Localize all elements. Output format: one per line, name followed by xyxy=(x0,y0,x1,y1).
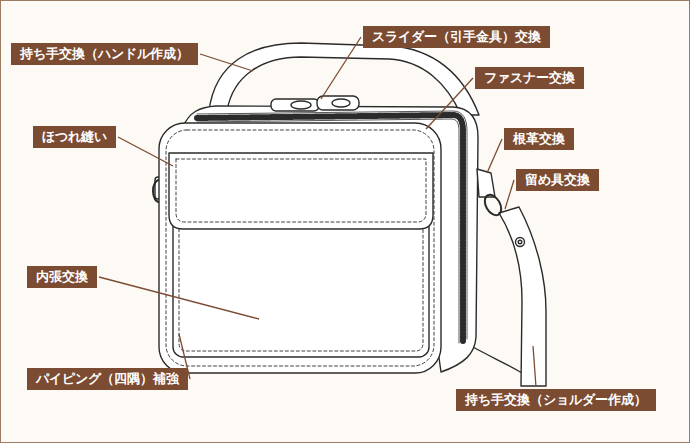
leader-line xyxy=(118,137,173,166)
leader-line xyxy=(487,139,502,173)
callout-label: スライダー（引手金具）交換 xyxy=(363,26,550,48)
leader-line xyxy=(505,180,514,209)
callout-label: ほつれ縫い xyxy=(33,126,116,148)
callout-text: 内張交換 xyxy=(36,269,88,285)
leader-line xyxy=(426,78,473,129)
callout-label: 内張交換 xyxy=(27,266,97,288)
callout-text: 根革交換 xyxy=(513,131,565,147)
leader-line xyxy=(321,37,361,99)
callout-text: 留め具交換 xyxy=(525,172,590,188)
callout-text: スライダー（引手金具）交換 xyxy=(372,29,541,45)
leader-line xyxy=(533,346,536,387)
callout-label: 根革交換 xyxy=(504,128,574,150)
callout-text: 持ち手交換（ハンドル作成） xyxy=(20,46,189,62)
callout-label: 持ち手交換（ショルダー作成） xyxy=(456,389,656,411)
callout-label: 持ち手交換（ハンドル作成） xyxy=(11,43,198,65)
callout-text: ファスナー交換 xyxy=(484,70,575,86)
leader-line xyxy=(200,54,253,71)
callout-label: 留め具交換 xyxy=(516,169,599,191)
callout-text: ほつれ縫い xyxy=(42,129,107,145)
callout-label: ファスナー交換 xyxy=(475,67,584,89)
leader-line xyxy=(99,277,259,319)
callout-label: パイピング（四隅）補強 xyxy=(27,368,188,390)
callout-text: パイピング（四隅）補強 xyxy=(36,371,179,387)
callout-text: 持ち手交換（ショルダー作成） xyxy=(465,392,647,408)
